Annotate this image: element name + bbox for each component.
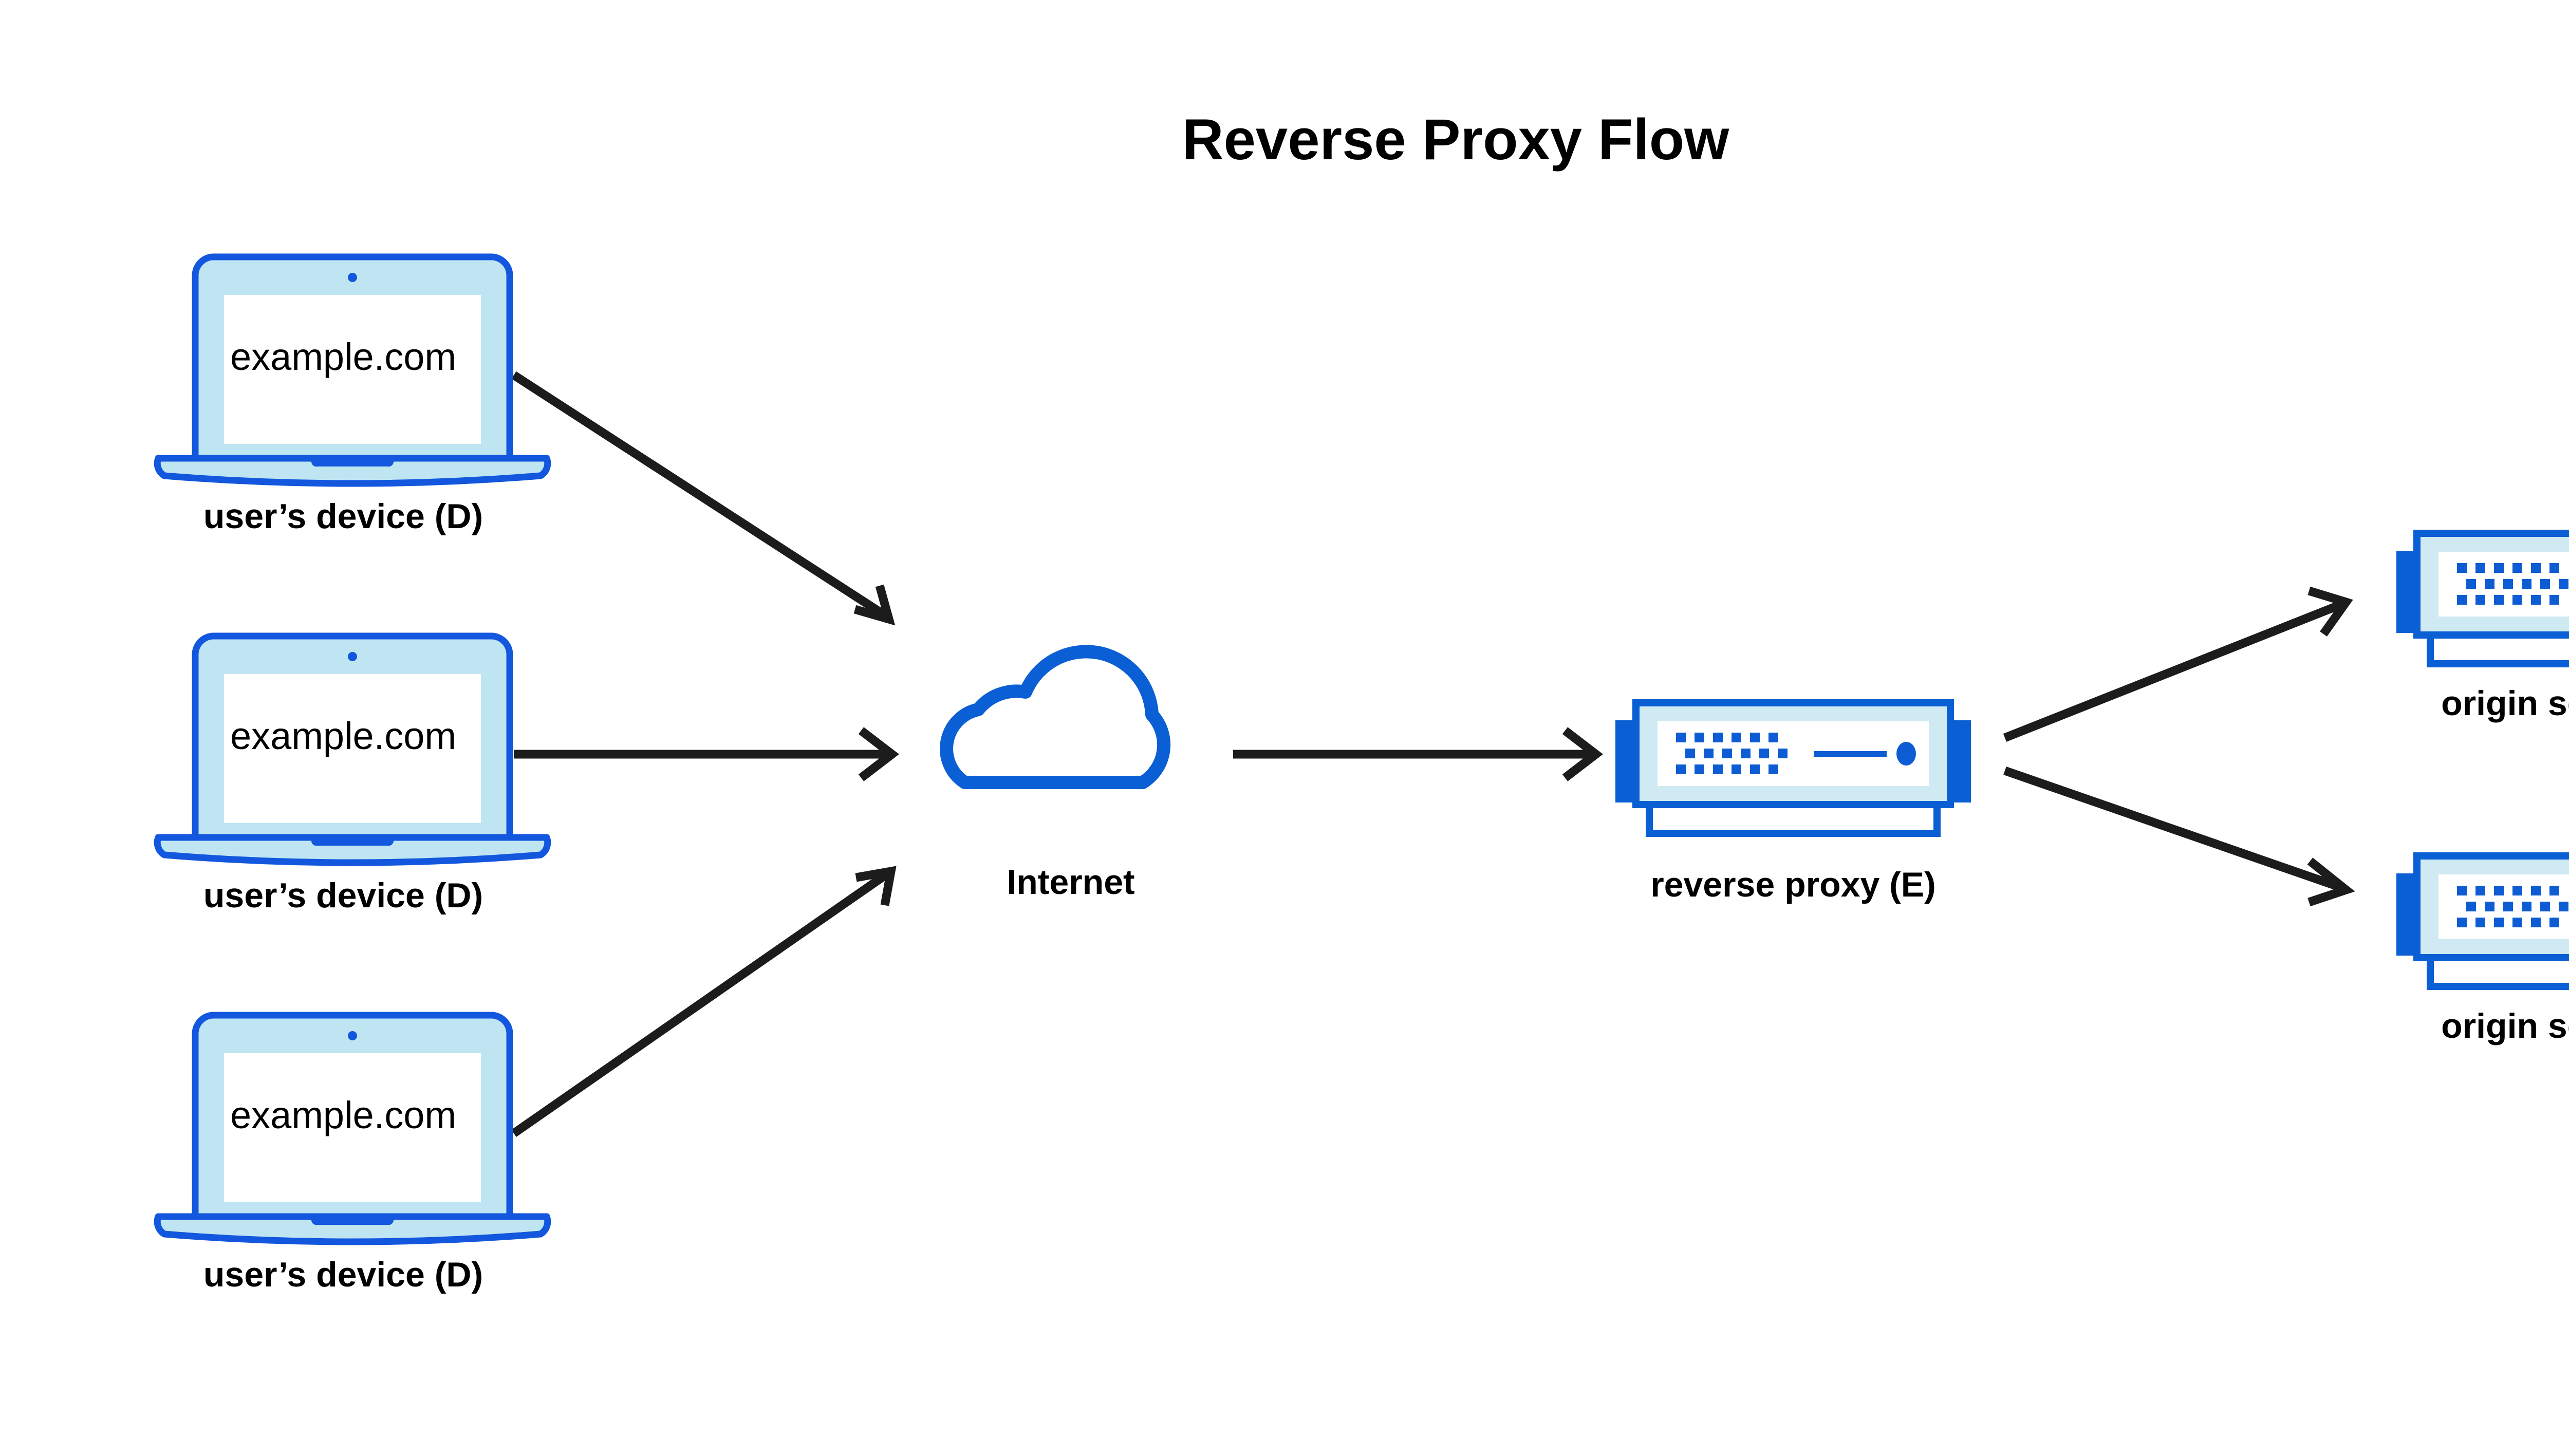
client-node-middle[interactable]: example.com user’s device (D)	[157, 636, 548, 915]
client-screen-text: example.com	[230, 335, 456, 378]
client-node-top[interactable]: example.com user’s device (D)	[157, 257, 548, 536]
cloud-icon	[946, 651, 1164, 782]
origin-server-node-top[interactable]: origin server (F)	[2396, 533, 2569, 723]
arrow-proxy-to-origin-bottom	[2003, 766, 2355, 907]
arrow-proxy-to-origin-top	[2003, 586, 2353, 742]
origin-server-node-bottom[interactable]: origin server (F)	[2396, 856, 2569, 1046]
client-label: user’s device (D)	[203, 1255, 483, 1294]
client-label: user’s device (D)	[203, 497, 483, 536]
server-icon	[2396, 533, 2569, 664]
arrow-internet-to-proxy	[1233, 727, 1603, 781]
origin-server-label: origin server (F)	[2441, 684, 2569, 723]
client-screen-text: example.com	[230, 715, 456, 757]
server-icon	[1615, 703, 1971, 833]
arrow-client-bottom-to-internet	[511, 866, 897, 1137]
arrow-client-top-to-internet	[511, 371, 896, 626]
origin-server-label: origin server (F)	[2441, 1006, 2569, 1046]
internet-label: Internet	[1007, 863, 1134, 902]
reverse-proxy-node[interactable]: reverse proxy (E)	[1615, 703, 1971, 904]
client-label: user’s device (D)	[203, 876, 483, 915]
arrow-client-middle-to-internet	[514, 727, 899, 781]
internet-node[interactable]: Internet	[946, 651, 1164, 902]
reverse-proxy-label: reverse proxy (E)	[1650, 865, 1936, 904]
server-icon	[2396, 856, 2569, 986]
client-node-bottom[interactable]: example.com user’s device (D)	[157, 1015, 548, 1294]
client-screen-text: example.com	[230, 1094, 456, 1136]
connector-arrows	[511, 371, 2355, 1137]
page-title: Reverse Proxy Flow	[1182, 107, 1729, 172]
